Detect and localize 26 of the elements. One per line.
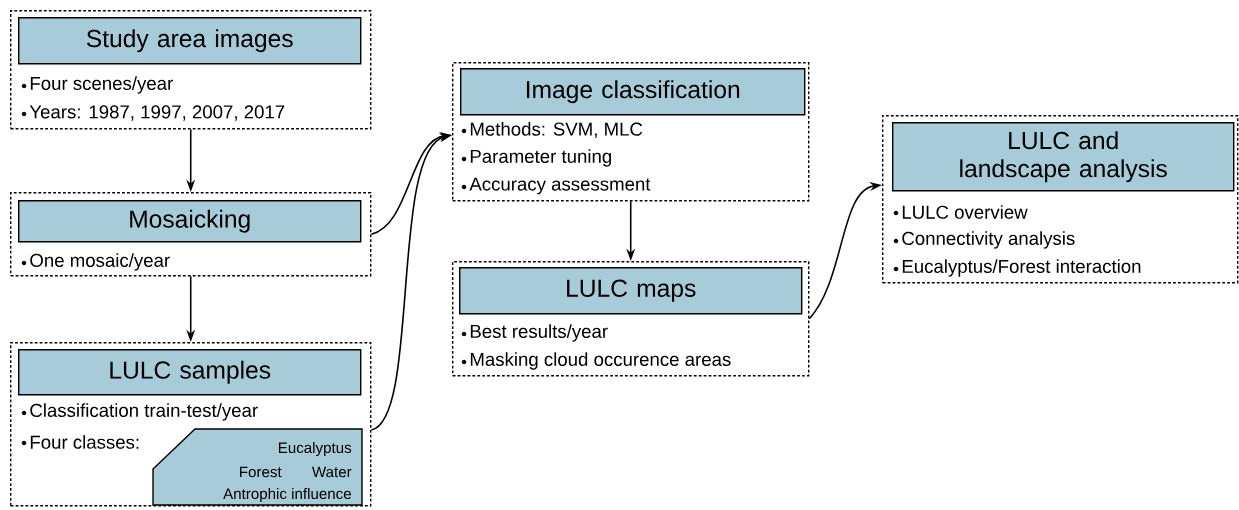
step-box <box>452 62 810 202</box>
step-box <box>10 192 372 277</box>
header-box: LULC samples <box>18 349 362 396</box>
bullet-item: Masking cloud occurence areas <box>461 352 731 370</box>
bullet-item: Years: 1987, 1997, 2007, 2017 <box>21 105 285 121</box>
header-box: Study area images <box>18 17 362 65</box>
bullet-item: Parameter tuning <box>461 149 611 167</box>
step-box <box>10 342 372 507</box>
bullet-item: Classification train-test/year <box>21 403 258 421</box>
header-box: LULC maps <box>459 267 803 315</box>
step-box <box>452 261 810 377</box>
bullet-item: Connectivity analysis <box>893 231 1075 249</box>
step-box <box>10 10 372 130</box>
bullet-item: Methods: SVM, MLC <box>461 122 643 138</box>
bullet-item: LULC overview <box>893 205 1028 219</box>
bullet-item: Four classes: <box>21 435 139 449</box>
class-panel: Eucalyptus Forest Water Antrophic influence <box>152 428 363 506</box>
bullet-item: One mosaic/year <box>21 253 170 271</box>
bullet-item: Four scenes/year <box>21 76 173 94</box>
header-box: Mosaicking <box>18 200 362 243</box>
bullet-item: Best results/year <box>461 324 608 342</box>
header-box: LULC and landscape analysis <box>892 122 1235 192</box>
step-box <box>882 115 1239 284</box>
bullet-item: Accuracy assessment <box>461 177 651 195</box>
bullet-item: Eucalyptus/Forest interaction <box>893 259 1141 277</box>
header-box: Image classification <box>460 68 806 116</box>
